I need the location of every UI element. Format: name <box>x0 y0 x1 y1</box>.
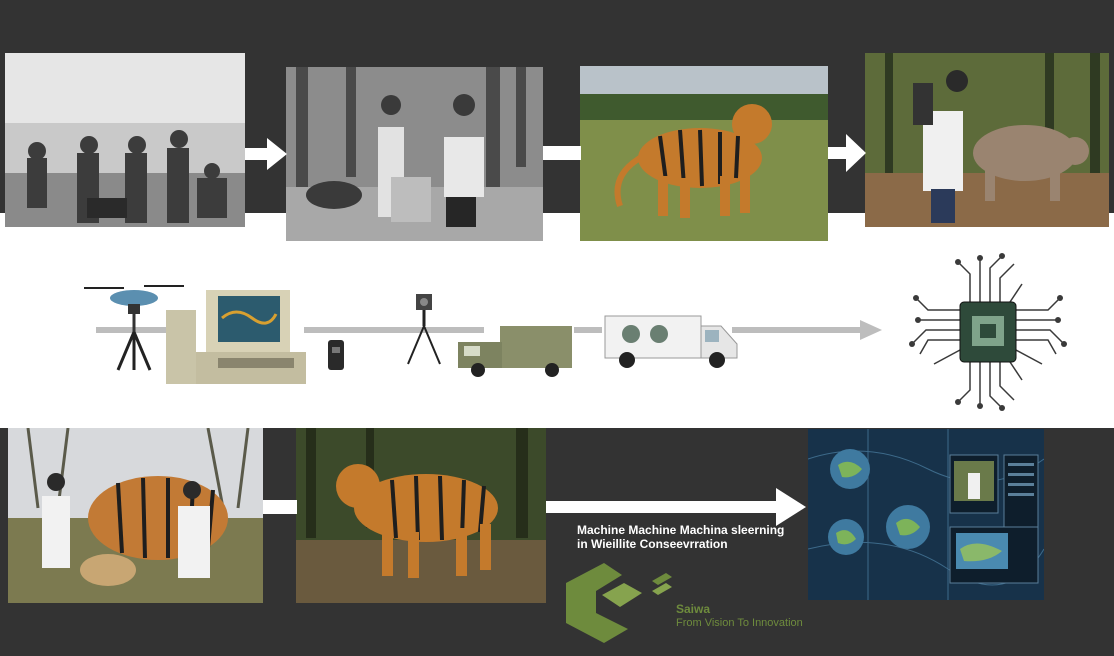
tiger-in-forest-photo <box>296 428 546 603</box>
saiwa-logo-icon <box>566 563 672 643</box>
arrow-right-icon <box>543 146 581 160</box>
camera-trap-icon <box>407 294 441 365</box>
arrow-right-icon <box>263 500 297 514</box>
historic-field-team-photo <box>5 53 245 227</box>
arrow-right-icon <box>546 488 806 526</box>
conservation-dashboard-screen <box>808 429 1044 600</box>
timeline-arrow <box>96 320 882 340</box>
researchers-with-tiger-photo <box>8 428 263 603</box>
arrow-right-icon <box>245 138 287 170</box>
researcher-with-tapir-photo <box>865 53 1109 227</box>
field-truck-icon <box>458 326 572 377</box>
lab-van-icon <box>604 315 738 368</box>
brand-name: Saiwa <box>676 602 711 616</box>
vintage-computer-icon <box>166 290 306 384</box>
caption-line-2: in Wieillite Conseevrration <box>577 537 728 551</box>
caption-line-1: Machine Machine Machina sleerning <box>577 523 785 537</box>
tiger-in-grassland-photo <box>580 66 828 241</box>
brand-tagline: From Vision To Innovation <box>676 617 803 629</box>
drone-icon <box>84 285 184 371</box>
ai-chip-icon <box>909 253 1067 411</box>
caption: Machine Machine Machina sleerning in Wie… <box>577 523 785 551</box>
historic-scientists-with-animal-photo <box>286 67 543 241</box>
radio-collar-icon <box>328 340 344 370</box>
arrow-right-icon <box>828 134 866 172</box>
